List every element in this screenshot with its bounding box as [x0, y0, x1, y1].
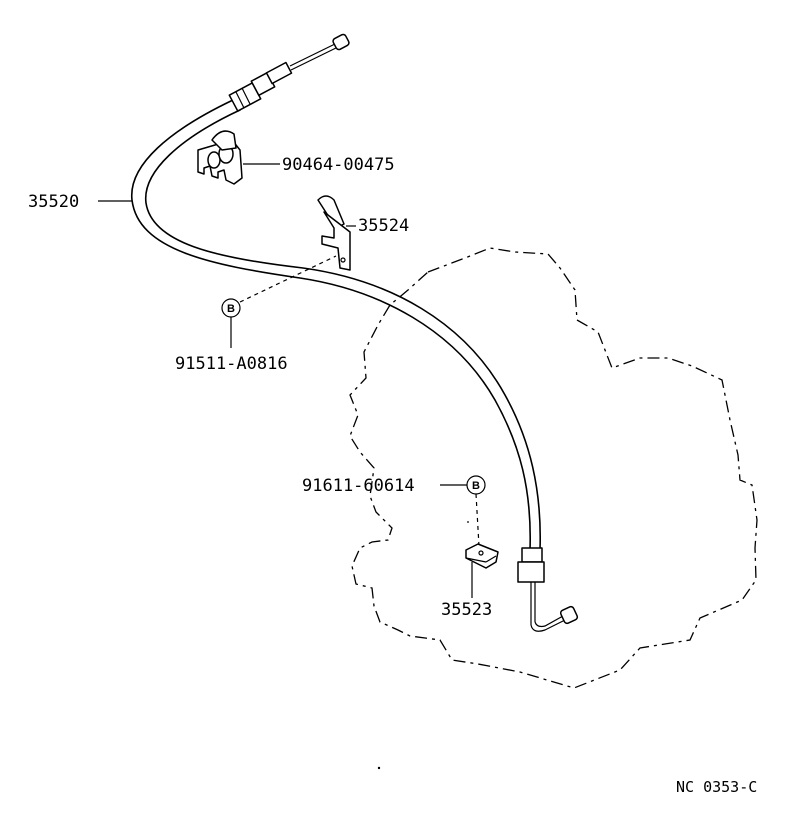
print-dot — [377, 766, 381, 770]
cable-upper-end — [228, 33, 350, 112]
label-cable: 35520 — [28, 192, 79, 212]
cable-bracket — [317, 195, 351, 271]
label-lower-bracket: 35523 — [441, 600, 492, 620]
dash-bolt-lower — [475, 493, 480, 547]
label-bolt-upper: 91511-A0816 — [175, 354, 288, 374]
figure-code: NC 0353-C — [676, 778, 757, 796]
label-bracket: 35524 — [358, 216, 409, 236]
label-clamp: 90464-00475 — [282, 155, 395, 175]
bolt-lower-marker: B — [466, 475, 486, 495]
cable-clamp — [197, 130, 243, 185]
print-dot — [467, 521, 469, 523]
svg-text:B: B — [472, 480, 480, 492]
cable-lower-end — [517, 547, 579, 632]
lower-bracket — [465, 543, 499, 569]
dash-bolt-upper — [239, 255, 337, 303]
svg-text:B: B — [227, 303, 235, 315]
bolt-upper-marker: B — [221, 298, 241, 318]
cable-sheath-outer — [131, 99, 532, 551]
label-bolt-lower: 91611-60614 — [302, 476, 415, 496]
transmission-outline — [349, 247, 758, 689]
cable-sheath-inner — [145, 109, 542, 551]
